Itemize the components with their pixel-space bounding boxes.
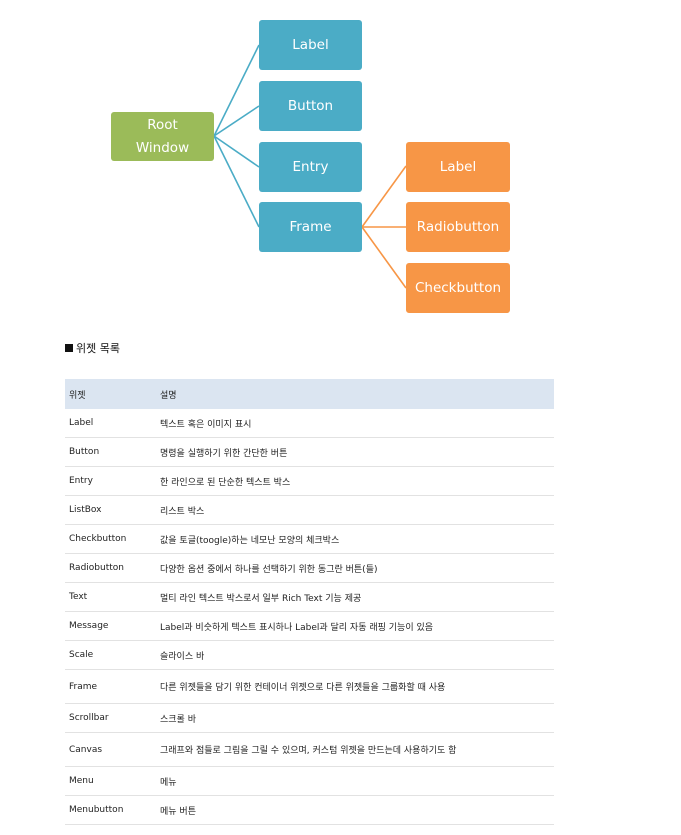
root-node-line1: Root: [147, 116, 178, 133]
table-header-row: 위젯 설명: [65, 379, 554, 409]
table-row: Scrollbar 스크롤 바: [65, 703, 554, 733]
widget-name-cell: Message: [65, 611, 156, 641]
label-node-text: Label: [292, 36, 329, 53]
widget-description-cell: 값을 토글(toogle)하는 네모난 모양의 체크박스: [156, 524, 554, 554]
radiobutton-node: Radiobutton: [406, 202, 510, 252]
section-heading-text: 위젯 목록: [76, 342, 120, 355]
header-description: 설명: [156, 379, 554, 409]
widget-name-cell: Entry: [65, 466, 156, 496]
table-row: Menubutton 메뉴 버튼: [65, 795, 554, 825]
table-row: Frame 다른 위젯들을 담기 위한 컨테이너 위젯으로 다른 위젯들을 그룹…: [65, 669, 554, 704]
widget-description-cell: 스크롤 바: [156, 703, 554, 733]
table-row: Menu 메뉴: [65, 766, 554, 796]
widget-hierarchy-diagram: Root Window Label Button Entry Frame Lab…: [0, 0, 681, 320]
table-row: ListBox 리스트 박스: [65, 495, 554, 525]
label-node: Label: [259, 20, 362, 70]
widget-name-cell: Scrollbar: [65, 703, 156, 733]
widget-description-cell: 그래프와 점들로 그림을 그릴 수 있으며, 커스텀 위젯을 만드는데 사용하기…: [156, 732, 554, 767]
widget-name-cell: Label: [65, 409, 156, 438]
root-node-line2: Window: [135, 139, 190, 156]
widget-name-cell: Canvas: [65, 732, 156, 767]
frame-label-node-text: Label: [439, 158, 477, 175]
table-row: Checkbutton 값을 토글(toogle)하는 네모난 모양의 체크박스: [65, 524, 554, 554]
checkbutton-node-text: Checkbutton: [414, 279, 502, 296]
table-row: Canvas 그래프와 점들로 그림을 그릴 수 있으며, 커스텀 위젯을 만드…: [65, 732, 554, 767]
frame-node: Frame: [259, 202, 362, 252]
connector-root-entry: [213, 135, 260, 168]
connector-root-label: [213, 44, 260, 137]
widget-description-cell: 텍스트 혹은 이미지 표시: [156, 409, 554, 438]
widget-description-cell: 한 라인으로 된 단순한 텍스트 박스: [156, 466, 554, 496]
widget-name-cell: Menubutton: [65, 795, 156, 825]
widget-name-cell: Radiobutton: [65, 553, 156, 583]
widget-description-cell: 리스트 박스: [156, 495, 554, 525]
frame-node-text: Frame: [289, 218, 332, 235]
radiobutton-node-text: Radiobutton: [416, 218, 500, 235]
widget-name-cell: Menu: [65, 766, 156, 796]
square-bullet-icon: [65, 344, 73, 352]
widget-name-cell: Scale: [65, 640, 156, 670]
table-row: Radiobutton 다양한 옵션 중에서 하나를 선택하기 위한 동그란 버…: [65, 553, 554, 583]
connector-frame-label: [361, 165, 407, 228]
connector-root-frame: [213, 135, 260, 228]
widget-description-cell: 메뉴: [156, 766, 554, 796]
checkbutton-node: Checkbutton: [406, 263, 510, 313]
widget-description-cell: 다른 위젯들을 담기 위한 컨테이너 위젯으로 다른 위젯들을 그룹화할 때 사…: [156, 669, 554, 704]
widget-name-cell: Button: [65, 437, 156, 467]
widget-name-cell: Text: [65, 582, 156, 612]
section-heading: 위젯 목록: [65, 340, 120, 356]
widget-name-cell: Checkbutton: [65, 524, 156, 554]
root-window-node: Root Window: [111, 112, 214, 161]
table-row: Scale 슬라이스 바: [65, 640, 554, 670]
widget-name-cell: ListBox: [65, 495, 156, 525]
table-row: Entry 한 라인으로 된 단순한 텍스트 박스: [65, 466, 554, 496]
widget-name-cell: Frame: [65, 669, 156, 704]
widget-description-cell: 슬라이스 바: [156, 640, 554, 670]
widget-description-cell: 다양한 옵션 중에서 하나를 선택하기 위한 동그란 버튼(들): [156, 553, 554, 583]
widget-description-cell: 메뉴 버튼: [156, 795, 554, 825]
frame-label-node: Label: [406, 142, 510, 192]
entry-node-text: Entry: [292, 158, 329, 175]
button-node: Button: [259, 81, 362, 131]
widget-description-cell: 멀티 라인 텍스트 박스로서 일부 Rich Text 기능 제공: [156, 582, 554, 612]
connector-root-button: [213, 105, 260, 137]
table-row: Message Label과 비슷하게 텍스트 표시하나 Label과 달리 자…: [65, 611, 554, 641]
table-row: Button 명령을 실행하기 위한 간단한 버튼: [65, 437, 554, 467]
connector-lines: [213, 44, 407, 289]
table-row: Label 텍스트 혹은 이미지 표시: [65, 409, 554, 438]
widget-table: 위젯 설명 Label 텍스트 혹은 이미지 표시 Button 명령을 실행하…: [65, 379, 554, 825]
widget-description-cell: Label과 비슷하게 텍스트 표시하나 Label과 달리 자동 래핑 기능이…: [156, 611, 554, 641]
connector-frame-checkbutton: [361, 226, 407, 289]
widget-description-cell: 명령을 실행하기 위한 간단한 버튼: [156, 437, 554, 467]
table-row: Text 멀티 라인 텍스트 박스로서 일부 Rich Text 기능 제공: [65, 582, 554, 612]
entry-node: Entry: [259, 142, 362, 192]
button-node-text: Button: [287, 97, 334, 114]
header-widget: 위젯: [65, 379, 156, 409]
